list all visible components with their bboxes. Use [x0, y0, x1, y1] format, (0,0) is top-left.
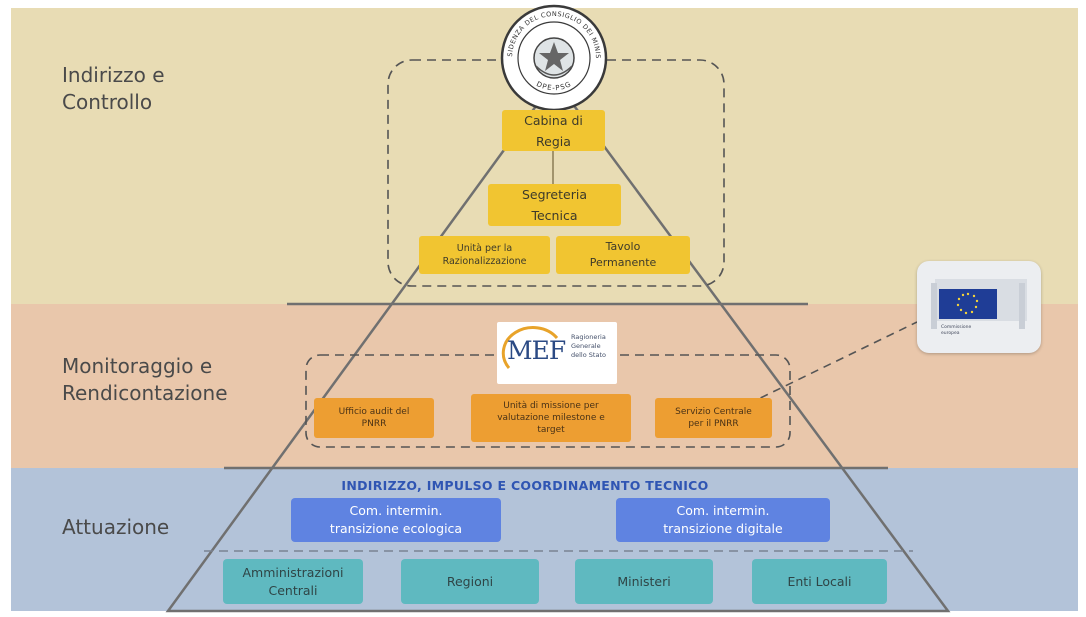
mef-wordmark: MEF: [507, 336, 566, 365]
mef-subtitle: Ragioneria Generale dello Stato: [571, 333, 606, 359]
commissione-europea-card: Commissione europea: [917, 261, 1041, 353]
amministrazioni-centrali-box: Amministrazioni Centrali: [223, 559, 363, 604]
com-transizione-ecologica-box: Com. intermin. transizione ecologica: [291, 498, 501, 542]
eu-flag-icon: [931, 279, 1027, 329]
unita-razionalizzazione-box: Unità per la Razionalizzazione: [419, 236, 550, 274]
mef-arc-icon: [501, 326, 559, 369]
band-attuazione: [11, 468, 1078, 611]
tavolo-permanente-box: Tavolo Permanente: [556, 236, 690, 274]
commissione-caption: Commissione europea: [941, 325, 972, 336]
mef-logo: MEF Ragioneria Generale dello Stato: [497, 322, 617, 384]
ministeri-box: Ministeri: [575, 559, 713, 604]
servizio-centrale-box: Servizio Centrale per il PNRR: [655, 398, 772, 438]
band-label-attuazione: Attuazione: [62, 515, 170, 539]
coordinamento-title: INDIRIZZO, IMPULSO E COORDINAMENTO TECNI…: [341, 478, 709, 493]
enti-locali-box: Enti Locali: [752, 559, 887, 604]
band-label-monitoraggio: Monitoraggio e Rendicontazione: [62, 354, 228, 405]
pyramid-outline: [165, 77, 951, 613]
segreteria-tecnica-box: Segreteria Tecnica: [488, 184, 621, 226]
com-transizione-digitale-box: Com. intermin. transizione digitale: [616, 498, 830, 542]
ufficio-audit-box: Ufficio audit del PNRR: [314, 398, 434, 438]
unita-missione-box: Unità di missione per valutazione milest…: [471, 394, 631, 442]
band-label-indirizzo: Indirizzo e Controllo: [62, 63, 165, 114]
regioni-box: Regioni: [401, 559, 539, 604]
ec-connector: [747, 321, 918, 405]
seal-bottom-text: DPE-PSG: [535, 80, 572, 92]
cabina-di-regia-box: Cabina di Regia: [502, 110, 605, 151]
svg-text:DPE-PSG: DPE-PSG: [535, 80, 573, 92]
